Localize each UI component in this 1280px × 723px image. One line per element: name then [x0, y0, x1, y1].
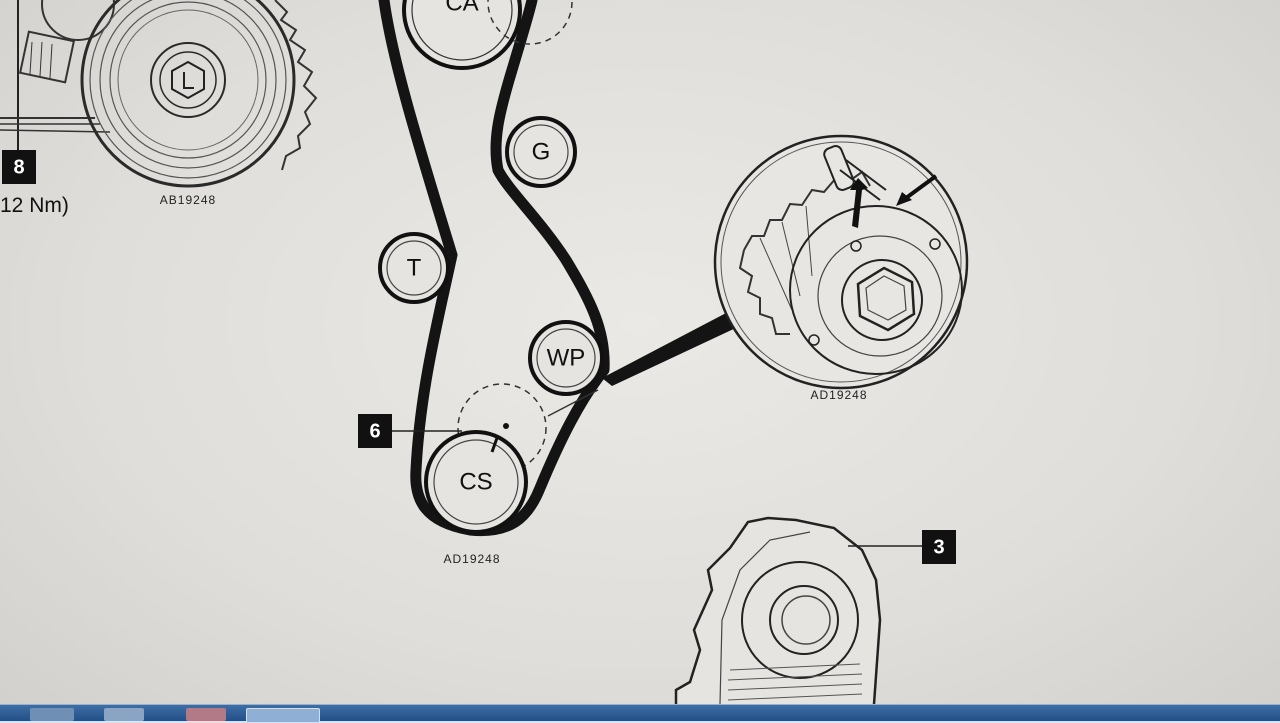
callout-3: 3: [922, 530, 956, 564]
sprocket-detail: [713, 134, 969, 390]
explorer-icon[interactable]: [104, 708, 144, 721]
pulley-cs: CS: [424, 383, 547, 534]
camshaft-sprocket-detail: [0, 0, 318, 188]
sprocket-ref-code: AD19248: [810, 388, 867, 402]
pulley-cs-label: CS: [459, 468, 492, 495]
callout-6: 6: [358, 414, 462, 448]
pulley-g-label: G: [532, 138, 551, 165]
pulley-t-label: T: [407, 254, 422, 281]
start-orb-icon[interactable]: [30, 708, 74, 721]
pulley-ca: CA: [402, 0, 573, 70]
callout-6-number: 6: [369, 420, 380, 442]
timing-belt-diagram: 8 12 Nm) AB19248 CA G T WP CS: [0, 0, 969, 704]
belt-ref-code: AD19248: [443, 552, 500, 566]
callout-8-number: 8: [13, 156, 24, 178]
leader-line: [547, 389, 599, 417]
pulley-ca-label: CA: [445, 0, 478, 16]
callout-3-number: 3: [933, 536, 944, 558]
pulley-t: T: [378, 232, 450, 304]
timing-belt-cover: [674, 516, 922, 704]
detail-connector: [602, 312, 740, 386]
torque-value: 12 Nm): [0, 194, 69, 217]
browser-icon[interactable]: [246, 708, 320, 723]
callout-8: 8: [2, 150, 36, 184]
pulley-wp: WP: [528, 320, 604, 396]
pulley-wp-label: WP: [547, 344, 586, 371]
pulley-g: G: [505, 116, 577, 188]
media-icon[interactable]: [186, 708, 226, 721]
taskbar: [0, 704, 1280, 723]
camshaft-ref-code: AB19248: [160, 193, 216, 207]
